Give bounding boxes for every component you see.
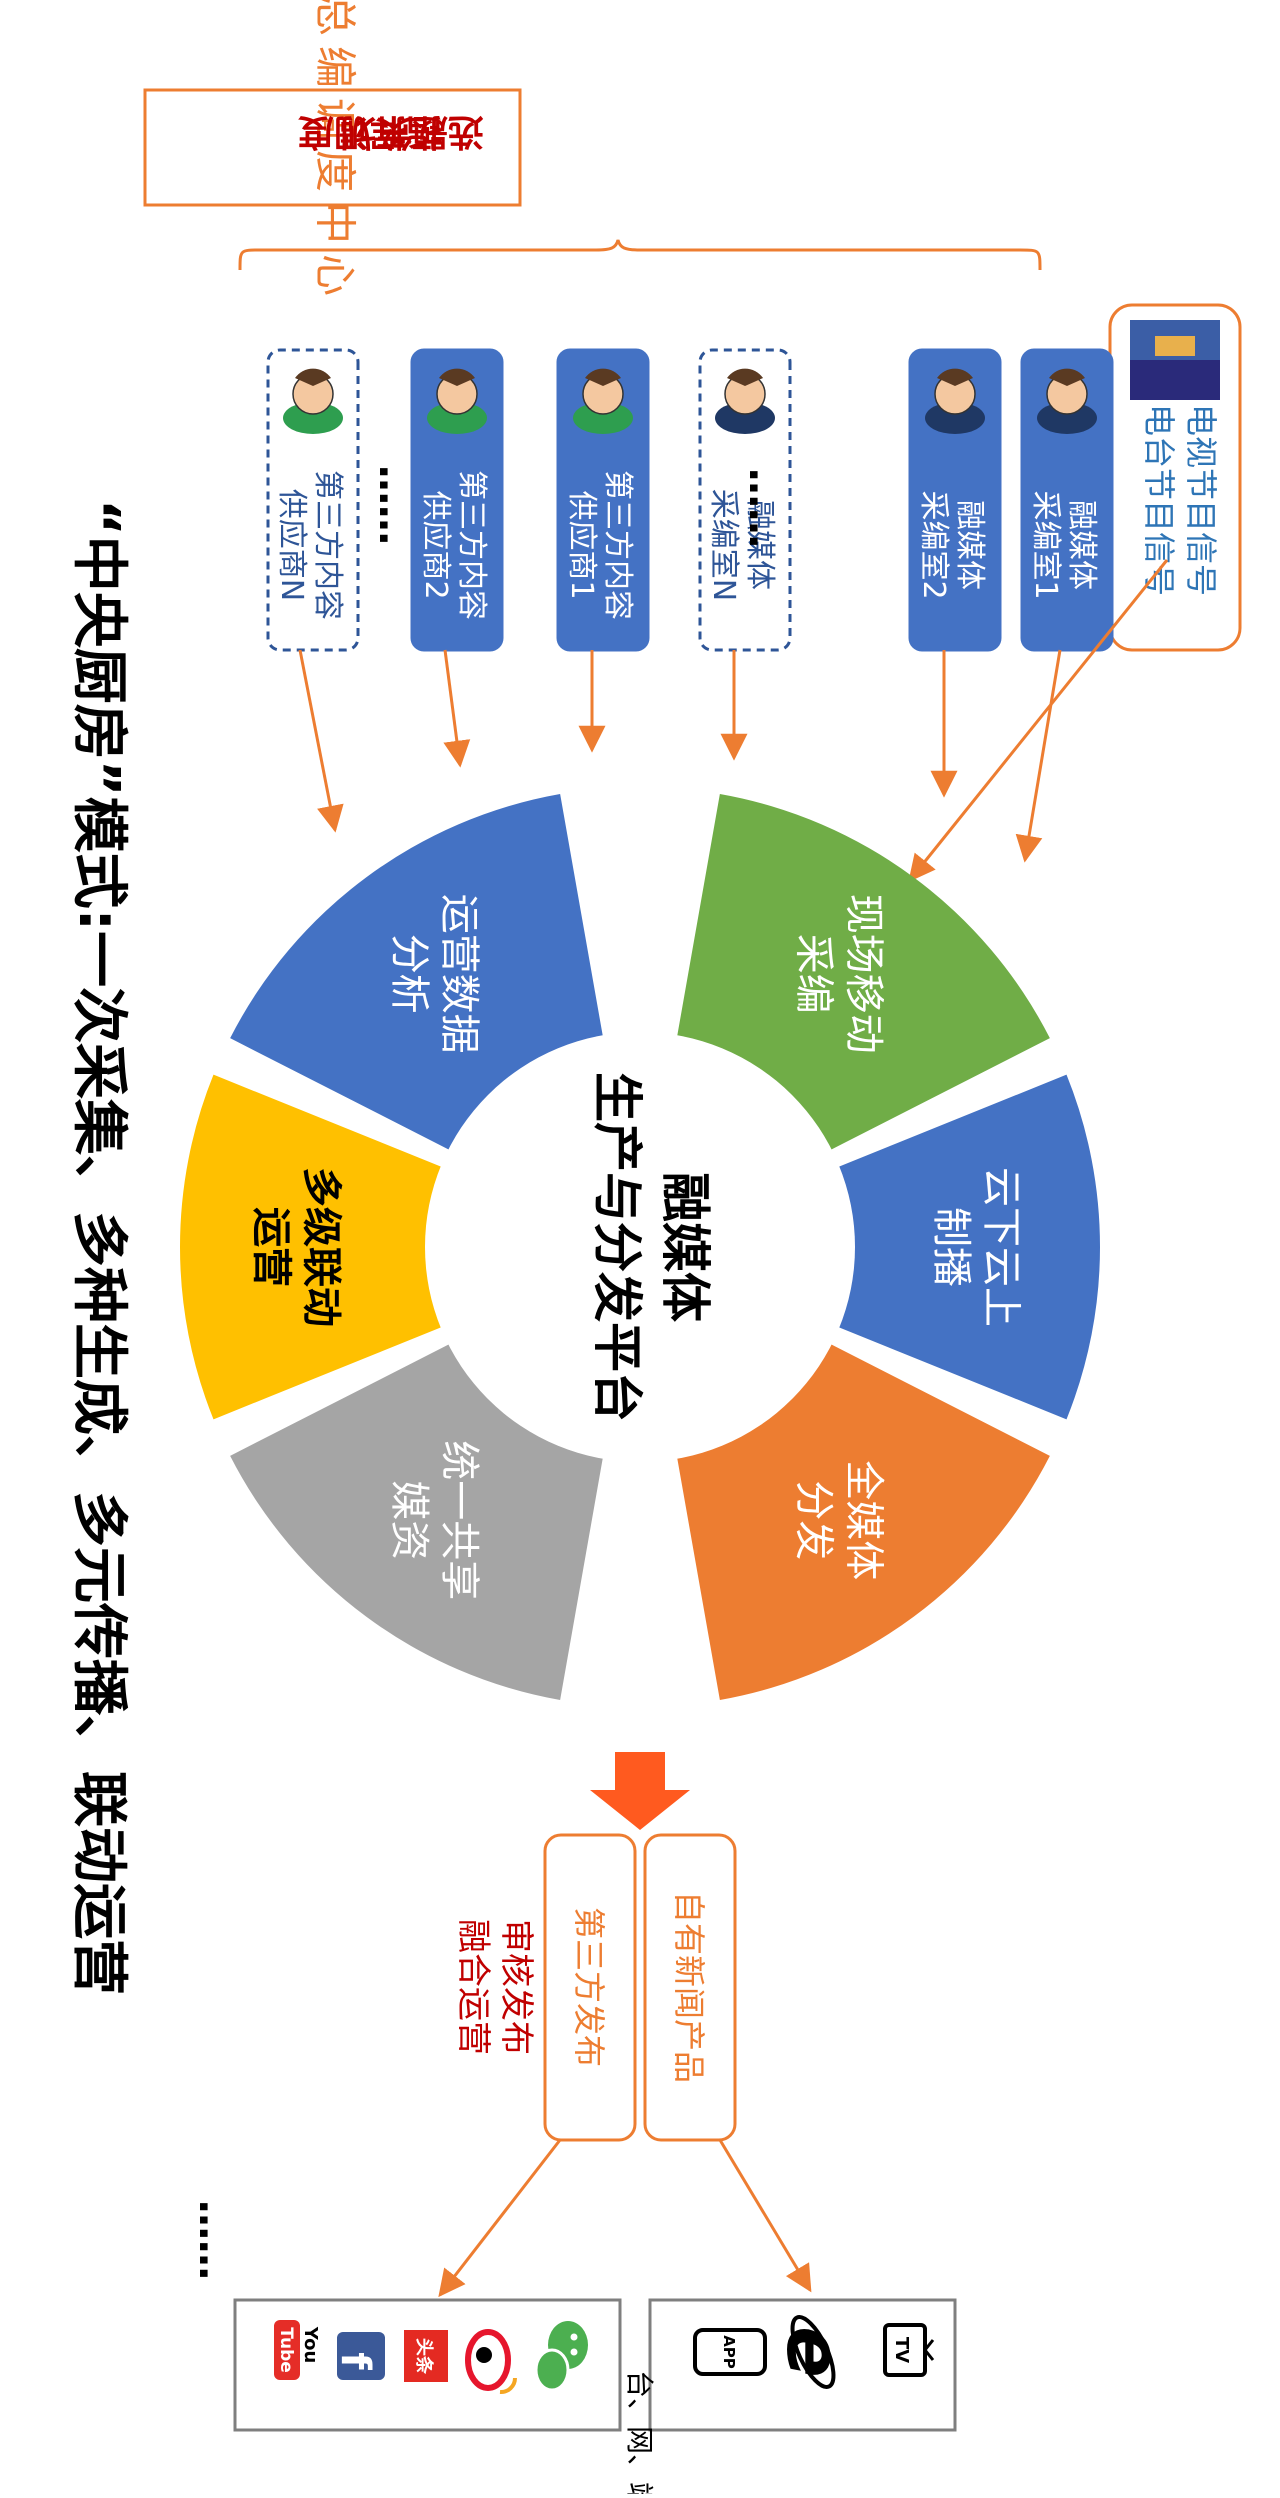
- wheel-segment-line1: 统一共享: [436, 1440, 482, 1600]
- svg-text:e: e: [770, 2326, 859, 2378]
- chief-editor-box: [143, 88, 522, 207]
- wheel-segment-line1: 运营数据: [436, 894, 482, 1054]
- output-arrow: [590, 1752, 690, 1830]
- side-label-2: 指挥调度: [298, 111, 442, 152]
- svg-text:头条: 头条: [413, 2338, 435, 2375]
- wheel-segment-line1: 多级联动: [298, 1167, 344, 1327]
- wheel-segment: [825, 1074, 1101, 1420]
- source-line2: 采编室2: [916, 490, 951, 599]
- tv-signal-line1: 电视节目信号: [1182, 404, 1220, 596]
- wheel-segment-line2: 分发: [790, 1480, 836, 1560]
- wheel-center-line2: 生产与分发平台: [588, 1072, 646, 1422]
- source-line2: 供应商2: [418, 490, 453, 599]
- source-line1: 融媒体: [742, 500, 777, 590]
- ellipsis-suppliers: ……: [370, 465, 416, 545]
- wheel-center-line1: 融媒体: [656, 1172, 714, 1322]
- third-party-label: 第三方发布: [570, 1907, 608, 2067]
- wheel-segment-line2: 采编: [790, 934, 836, 1014]
- supplier-person-icon: [573, 368, 633, 434]
- arrow-third-platforms: [438, 2139, 562, 2298]
- chief-editor-label: 总编调度中心: [311, 0, 360, 306]
- supplier-person-icon: [427, 368, 487, 434]
- arrow-supplier-2: [443, 649, 471, 768]
- svg-text:You: You: [300, 2326, 321, 2364]
- rotated-canvas: “中央厨房”模式:一次采集、多种生成、多元传播、联动运营 总编调度中心 选题策划…: [66, 0, 1242, 2498]
- tv-icon: TV: [883, 2323, 935, 2377]
- tv-signal-photo-accent: [1155, 336, 1195, 356]
- source-line1: 融媒体: [952, 500, 987, 590]
- review-line2: 融合运营: [453, 1919, 493, 2055]
- tv-signal-photo-2: [1130, 360, 1220, 400]
- wheel-segment: [230, 1337, 606, 1701]
- tv-signal-line2: 电台节目信号: [1140, 404, 1178, 596]
- own-news-label: 自有新闻产品: [670, 1891, 708, 2083]
- wheel-segment-line2: 运营: [248, 1207, 294, 1287]
- toutiao-icon: 头条: [404, 2330, 448, 2382]
- wheel-segment: [180, 1074, 455, 1420]
- editor-person-icon: [1037, 368, 1097, 434]
- ellipsis-editors: ……: [740, 468, 786, 548]
- wheel-segment-line2: 制播: [928, 1207, 974, 1287]
- brace: [238, 239, 1042, 271]
- wheel-segment-line1: 现场移动: [840, 894, 886, 1054]
- source-boxes: 融媒体采编室1融媒体采编室2融媒体采编室N第三方内容供应商1第三方内容供应商2第…: [266, 348, 1114, 652]
- source-line2: 采编室N: [706, 489, 741, 601]
- third-party-box: [543, 1833, 637, 2142]
- wheel-center: [425, 1032, 855, 1462]
- wheel-segment-line2: 分析: [386, 934, 432, 1014]
- svg-text:f: f: [332, 2352, 378, 2370]
- wheel-segment-line1: 云下云上: [978, 1167, 1024, 1327]
- side-label-1: 选题策划: [340, 111, 484, 152]
- svg-text:TV: TV: [891, 2337, 912, 2363]
- source-line1: 第三方内容: [310, 470, 345, 620]
- wheel-segment-line1: 全媒体: [840, 1460, 886, 1580]
- source-line2: 采编室1: [1028, 490, 1063, 599]
- supplier-person-icon: [283, 368, 343, 434]
- facebook-icon: f: [332, 2332, 385, 2380]
- arrow-own-terminals: [718, 2139, 812, 2293]
- wechat-icon: [534, 2321, 588, 2392]
- app-icon: APP: [693, 2328, 767, 2376]
- wheel-segment-line2: 媒资: [386, 1480, 432, 1560]
- editor-person-icon: [715, 368, 775, 434]
- terminals-label: 台、网、端: [623, 2370, 656, 2494]
- wheel-segment: [674, 1337, 1050, 1701]
- arrow-supplier-n: [298, 649, 344, 833]
- source-line2: 供应商N: [274, 489, 309, 601]
- ellipsis-third-party: ……: [190, 2200, 236, 2280]
- arrow-editor-1: [1015, 649, 1062, 863]
- own-news-box: [643, 1833, 737, 2142]
- review-line1: 审核发布: [496, 1919, 536, 2055]
- source-line1: 第三方内容: [600, 470, 635, 620]
- svg-text:Tube: Tube: [276, 2327, 296, 2373]
- editor-person-icon: [925, 368, 985, 434]
- youtube-icon: You Tube: [274, 2320, 321, 2380]
- arrow-tv-signal: [908, 559, 1169, 883]
- ie-icon: e: [770, 2315, 859, 2389]
- headline-text: “中央厨房”模式:一次采集、多种生成、多元传播、联动运营: [66, 499, 131, 1995]
- source-line1: 第三方内容: [454, 470, 489, 620]
- source-line1: 融媒体: [1064, 500, 1099, 590]
- weibo-icon: [465, 2329, 518, 2395]
- source-line2: 供应商1: [564, 490, 599, 599]
- wheel-segment: [674, 793, 1050, 1157]
- svg-text:APP: APP: [720, 2335, 738, 2369]
- wheel-segment: [230, 793, 606, 1157]
